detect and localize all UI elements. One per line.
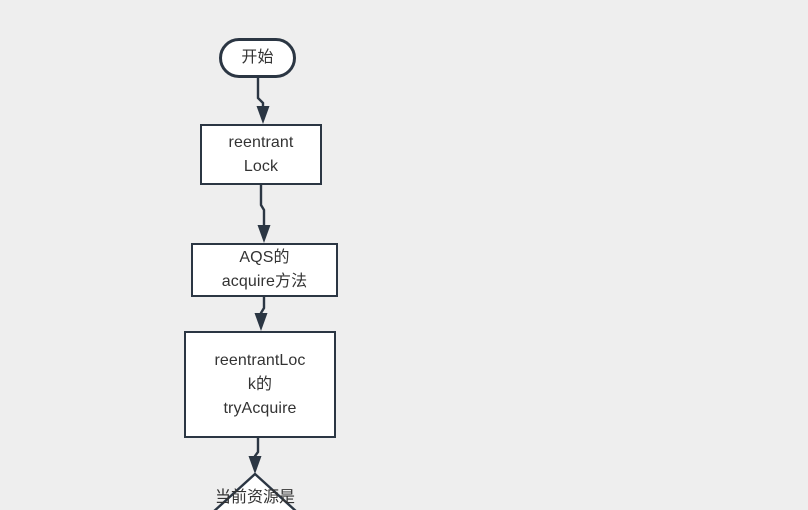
node-aqs-acquire-label: AQS的 acquire方法 (221, 249, 308, 290)
node-reentrantlock-tryacquire-label: reentrantLoc k的 tryAcquire (214, 351, 306, 417)
node-start[interactable]: 开始 (219, 38, 296, 78)
node-reentrantlock-tryacquire[interactable]: reentrantLoc k的 tryAcquire (184, 331, 336, 438)
edge-reentrant-lock-to-aqs (257, 185, 271, 243)
node-start-label: 开始 (241, 49, 274, 66)
node-aqs-acquire[interactable]: AQS的 acquire方法 (191, 243, 338, 297)
node-reentrant-lock[interactable]: reentrant Lock (200, 124, 322, 185)
node-resource-decision-label: 当前资源是 (214, 489, 295, 506)
edge-aqs-to-tryacquire (254, 297, 268, 331)
node-reentrant-lock-label: reentrant Lock (228, 133, 294, 175)
edge-tryacquire-to-decision (248, 438, 262, 474)
edge-start-to-reentrant-lock (256, 78, 270, 124)
